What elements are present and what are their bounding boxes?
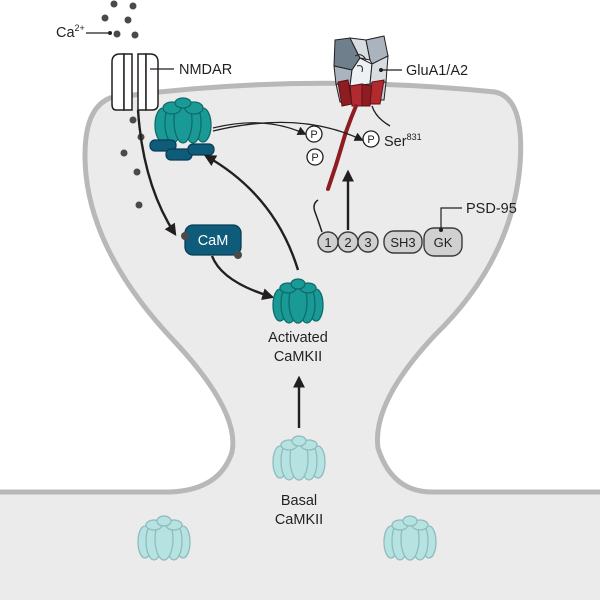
- activated-camkii-label-line2: CaMKII: [274, 349, 322, 365]
- nmdar-channel: [111, 53, 159, 111]
- basal-camkii: [272, 435, 326, 481]
- psd95-leader: [440, 207, 462, 230]
- ca-influx-arrow: [136, 109, 177, 237]
- phospho-site-ser831: P: [362, 130, 380, 148]
- svg-text:Ca2+: Ca2+: [56, 23, 85, 41]
- basal-camkii-shaft-left: [137, 515, 191, 561]
- svg-text:P: P: [367, 134, 374, 146]
- phospho-arrow-ser831: [212, 121, 364, 141]
- psd95-tail: [313, 199, 323, 233]
- cam: CaM: [181, 224, 242, 259]
- cam-label: CaM: [198, 233, 229, 249]
- ser831-label: Ser831: [384, 132, 422, 150]
- glua-label: GluA1/A2: [406, 63, 468, 79]
- svg-text:GK: GK: [434, 235, 453, 250]
- spine-membrane: [0, 80, 600, 495]
- svg-text:SH3: SH3: [390, 235, 415, 250]
- ca-label: Ca2+: [56, 23, 112, 41]
- svg-text:2: 2: [344, 235, 351, 250]
- svg-text:P: P: [311, 152, 318, 164]
- activated-camkii-label-line1: Activated: [268, 330, 328, 346]
- cam-activation-arrow: [210, 255, 275, 300]
- phospho-site: P: [305, 125, 323, 143]
- glua-leader-dot: [379, 68, 383, 72]
- nmdar-label: NMDAR: [179, 62, 232, 78]
- dendritic-spine: [0, 83, 600, 600]
- calcium-ions: [101, 0, 145, 209]
- psd95-label: PSD-95: [466, 201, 517, 217]
- svg-text:1: 1: [324, 235, 331, 250]
- activated-camkii: [272, 278, 324, 324]
- camkii-nmdar-complex: [149, 97, 215, 161]
- basal-camkii-label-line1: Basal: [281, 493, 317, 509]
- psd95: 1 2 3 SH3 GK: [317, 227, 463, 257]
- basal-camkii-shaft-right: [383, 515, 437, 561]
- translocation-arrow: [203, 154, 300, 271]
- phospho-site: P: [306, 148, 324, 166]
- glua-receptor: [326, 35, 391, 191]
- basal-camkii-label-line2: CaMKII: [275, 512, 323, 528]
- svg-text:3: 3: [364, 235, 371, 250]
- svg-text:P: P: [310, 129, 317, 141]
- psd95-leader-dot: [439, 228, 443, 232]
